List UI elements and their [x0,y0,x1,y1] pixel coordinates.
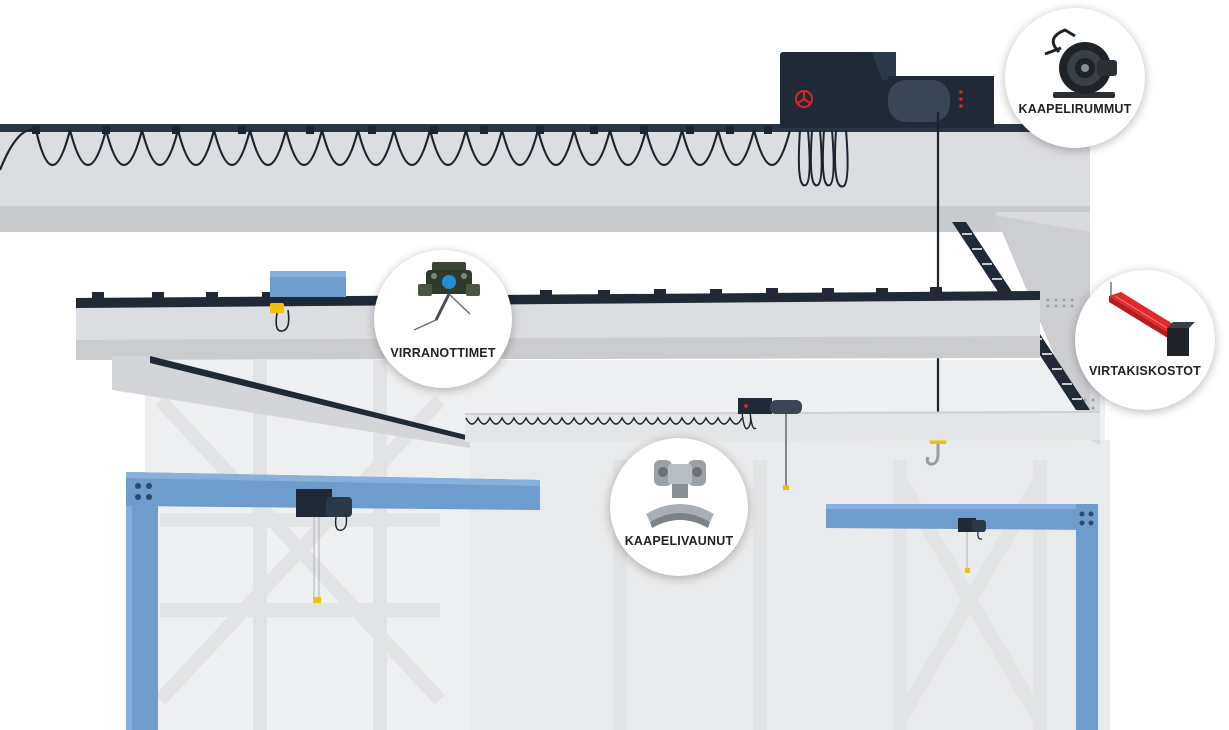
callout-kaapelivaunut[interactable]: KAAPELIVAUNUT [610,438,748,576]
callout-label-kaapelivaunut: KAAPELIVAUNUT [624,534,734,548]
cable-reel-icon [1044,28,1117,98]
left-jib-crane [126,472,540,730]
current-collector-icon [413,262,480,331]
callout-label-virtakiskostot: VIRTAKISKOSTOT [1088,364,1202,378]
right-jib-crane [826,504,1098,730]
callout-kaapelirummut[interactable]: KAAPELIRUMMUT [1005,8,1145,148]
third-girder [464,398,1101,490]
festoon-cable-top [0,128,792,171]
callout-virtakiskostot[interactable]: VIRTAKISKOSTOT [1075,270,1215,410]
main-hoist-trolley [780,52,994,128]
cable-trolley-icon [646,460,714,528]
conductor-rail-icon [1109,282,1195,356]
support-beam [112,356,470,448]
callout-label-kaapelirummut: KAAPELIRUMMUT [1018,102,1132,116]
second-girder [76,271,1040,360]
cable-trolleys-top [32,126,772,134]
callout-virranottimet[interactable]: VIRRANOTTIMET [374,250,512,388]
bundled-cables [797,129,849,188]
callout-label-virranottimet: VIRRANOTTIMET [390,346,496,360]
